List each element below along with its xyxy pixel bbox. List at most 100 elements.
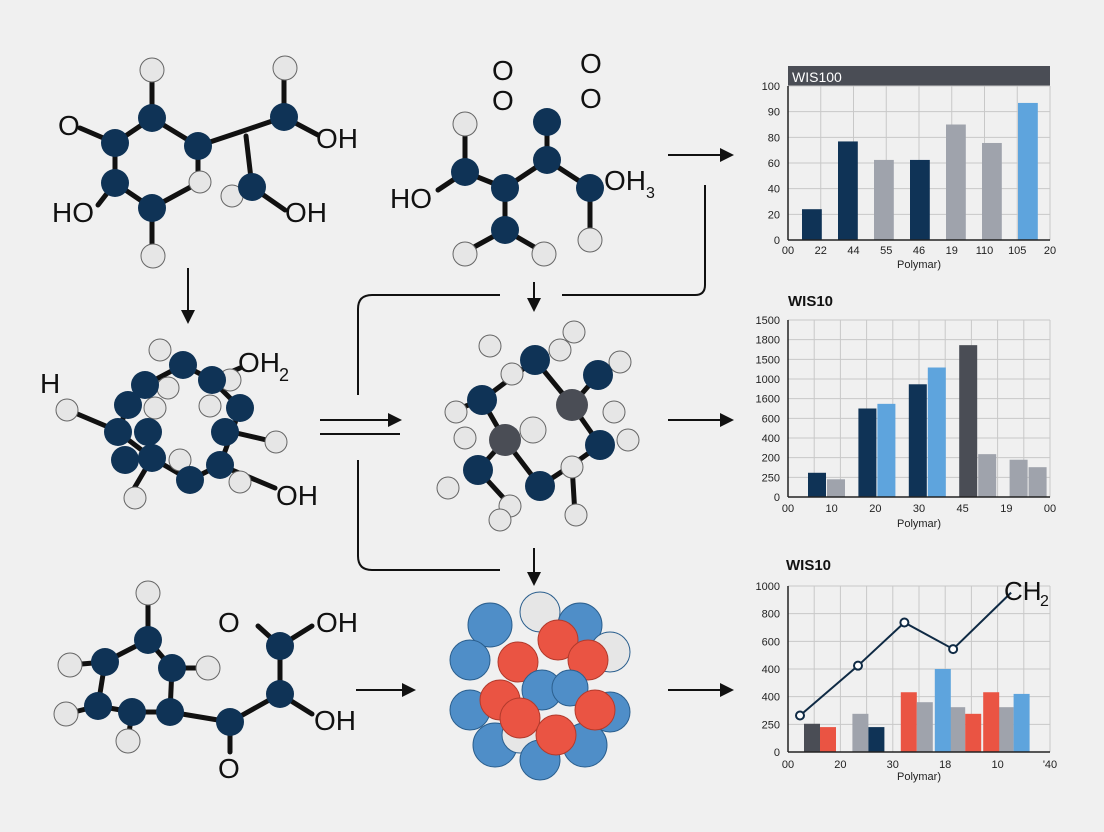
atom-label: O xyxy=(218,607,240,638)
hydrogen-atom xyxy=(123,486,147,510)
chart-2-x-label: Polymar) xyxy=(897,518,941,530)
y-tick-label: 0 xyxy=(774,235,780,247)
atom-label: OH xyxy=(316,123,358,154)
atom-label: OH xyxy=(238,347,280,378)
hydrogen-atom xyxy=(228,470,252,494)
y-tick-label: 1000 xyxy=(756,581,780,593)
hydrogen-atom xyxy=(115,728,141,754)
x-tick-label: 105 xyxy=(1008,245,1026,257)
atom-label: 3 xyxy=(646,185,655,202)
chart-3-line-point xyxy=(899,617,910,628)
carbon-atom xyxy=(463,455,493,485)
x-tick-label: 45 xyxy=(957,503,969,515)
y-tick-label: 40 xyxy=(768,184,780,196)
y-tick-label: 80 xyxy=(768,132,780,144)
central-atom xyxy=(556,389,588,421)
carbon-atom xyxy=(451,158,479,186)
molecule-2: O O O O HO OH 3 xyxy=(390,48,655,267)
molecule-3: H OH 2 OH xyxy=(40,338,318,511)
hydrogen-atom xyxy=(264,430,288,454)
chart-3-bar xyxy=(997,707,1014,752)
chart-3-bar xyxy=(804,723,820,752)
x-tick-label: 00 xyxy=(782,759,794,771)
hydrogen-atom xyxy=(616,428,640,452)
chart-3-bar xyxy=(916,702,933,752)
atom-label: OH xyxy=(604,165,646,196)
arrowhead-down-3 xyxy=(527,572,541,586)
atom-label: HO xyxy=(390,183,432,214)
hydrogen-atom xyxy=(140,243,166,269)
chart-1-bar xyxy=(910,159,930,240)
carbon-atom xyxy=(156,698,184,726)
arrowhead-down-2 xyxy=(527,298,541,312)
hydrogen-atom xyxy=(188,170,212,194)
hydrogen-atom xyxy=(143,396,167,420)
y-tick-label: 200 xyxy=(762,453,780,465)
sphere-atom-red xyxy=(497,641,539,683)
chart-2-bar xyxy=(858,408,877,497)
x-tick-label: 00 xyxy=(782,503,794,515)
atom-label: OH xyxy=(314,705,356,736)
chart-2-bars xyxy=(808,345,1047,497)
hydrogen-atom xyxy=(500,362,524,386)
y-tick-label: 20 xyxy=(768,209,780,221)
chart-2-bar xyxy=(877,403,896,497)
chart-2-bar xyxy=(1009,459,1028,497)
chart-3-title: WIS10 xyxy=(786,557,831,574)
carbon-atom xyxy=(520,345,550,375)
chart-2-bar xyxy=(808,472,826,497)
hydrogen-atom xyxy=(156,376,180,400)
chart-1-bars xyxy=(802,102,1038,240)
chart-2-bar xyxy=(908,384,927,497)
carbon-atom xyxy=(138,194,166,222)
x-tick-label: 20 xyxy=(834,759,846,771)
chart-2-bar xyxy=(959,345,978,497)
x-tick-label: 20 xyxy=(869,503,881,515)
carbon-atom xyxy=(158,654,186,682)
atom-label: OH xyxy=(285,197,327,228)
y-tick-label: 0 xyxy=(774,747,780,759)
chart-3-bar xyxy=(934,669,951,752)
chart-1-x-label: Polymar) xyxy=(897,259,941,271)
chart-2-bar xyxy=(978,454,997,497)
y-tick-label: 600 xyxy=(762,413,780,425)
hydrogen-atom xyxy=(444,400,468,424)
atom-label: O xyxy=(580,83,602,114)
carbon-atom xyxy=(491,216,519,244)
x-tick-label: 30 xyxy=(913,503,925,515)
carbon-atom xyxy=(184,132,212,160)
carbon-atom xyxy=(583,360,613,390)
chart-3-bar xyxy=(983,692,1000,752)
y-tick-label: 1500 xyxy=(756,354,780,366)
x-tick-label: 00 xyxy=(1044,503,1056,515)
hydrogen-atom xyxy=(436,476,460,500)
x-tick-label: 19 xyxy=(1000,503,1012,515)
carbon-atom xyxy=(216,708,244,736)
atom-label: O xyxy=(492,85,514,116)
chart-3-line-point xyxy=(853,660,863,671)
carbon-atom xyxy=(138,104,166,132)
carbon-atom xyxy=(101,129,129,157)
space-filling-model xyxy=(449,591,631,781)
y-tick-label: 250 xyxy=(762,719,780,731)
hydrogen-atom xyxy=(608,350,632,374)
connector-left-top xyxy=(357,294,500,395)
y-tick-label: 800 xyxy=(762,609,780,621)
connector-left-bottom xyxy=(357,460,500,571)
hydrogen-atom xyxy=(548,338,572,362)
y-tick-label: 1800 xyxy=(756,335,780,347)
y-tick-label: 250 xyxy=(762,472,780,484)
carbon-atom xyxy=(576,174,604,202)
sphere-atom-red xyxy=(574,689,616,731)
chart-3-bar xyxy=(965,713,982,752)
carbon-atom xyxy=(467,385,497,415)
sphere-atom-red xyxy=(567,639,609,681)
hydrogen-atom xyxy=(452,111,478,137)
x-tick-label: '40 xyxy=(1043,759,1057,771)
chart-1-bar xyxy=(982,142,1002,240)
carbon-atom xyxy=(104,418,132,446)
hydrogen-atom xyxy=(564,503,588,527)
atom-label: H xyxy=(40,368,60,399)
